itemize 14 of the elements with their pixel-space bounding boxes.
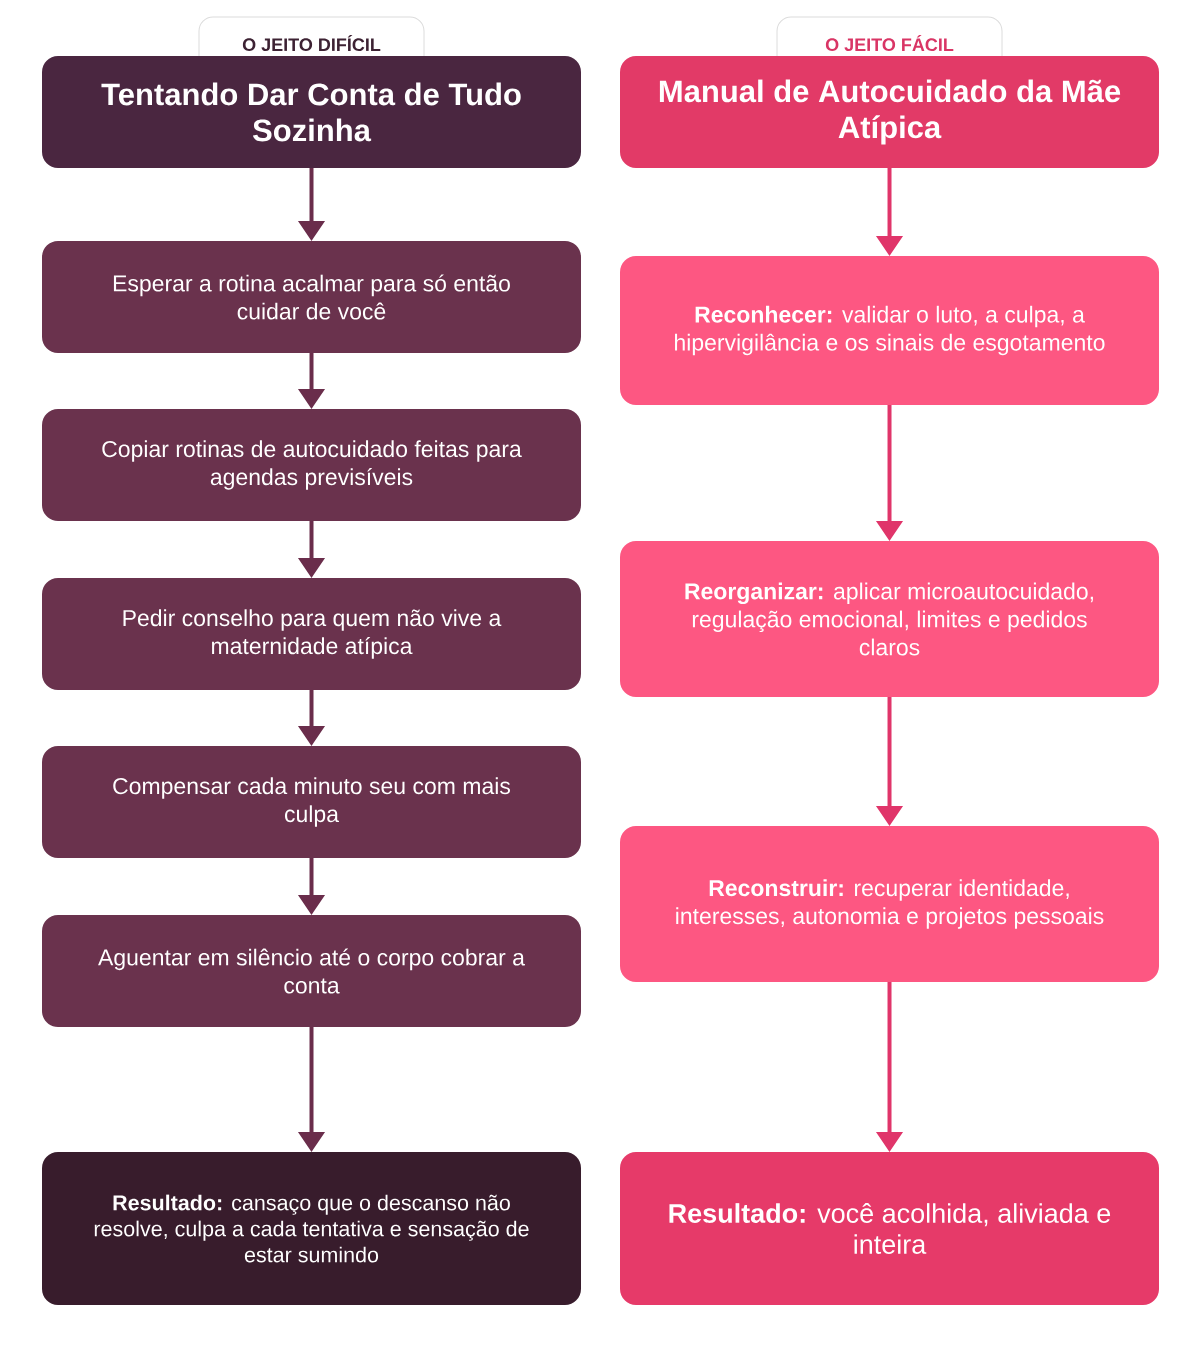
- tab: O JEITO DIFÍCIL: [198, 16, 425, 57]
- process-box: Esperar a rotina acalmar para só então cuidar de você: [42, 241, 581, 353]
- process-box: Reorganizar: aplicar microautocuidado, regulação emocional, limites e pedidos claros: [620, 541, 1159, 697]
- process-box: Aguentar em silêncio até o corpo cobrar a conta: [42, 915, 581, 1027]
- process-box: Pedir conselho para quem não vive a maternidade atípica: [42, 578, 581, 690]
- process-box: Compensar cada minuto seu com mais culpa: [42, 746, 581, 858]
- process-box: Reconhecer: validar o luto, a culpa, a hipervigilância e os sinais de esgotamento: [620, 256, 1159, 405]
- process-box: Reconstruir: recuperar identidade, interesses, autonomia e projetos pessoais: [620, 826, 1159, 982]
- header-box: Manual de Autocuidado da Mãe Atípica: [620, 56, 1159, 168]
- process-box: Copiar rotinas de autocuidado feitas para agendas previsíveis: [42, 409, 581, 521]
- result-box: Resultado: você acolhida, aliviada e inteira: [620, 1152, 1159, 1305]
- header-box: Tentando Dar Conta de Tudo Sozinha: [42, 56, 581, 168]
- result-box: Resultado: cansaço que o descanso não resolve, culpa a cada tentativa e sensação de estar sumindo: [42, 1152, 581, 1305]
- tab: O JEITO FÁCIL: [776, 16, 1003, 57]
